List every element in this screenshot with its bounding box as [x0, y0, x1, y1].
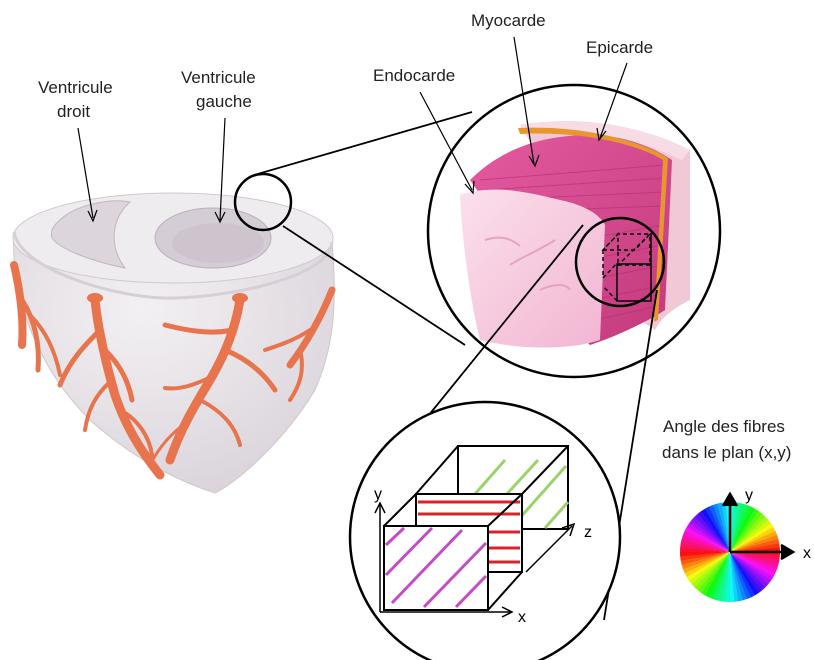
endocardium-layer — [460, 190, 605, 348]
fiber-cube-zoom: y x z — [350, 402, 620, 660]
cube-z-axis-label: z — [584, 524, 592, 541]
heart-illustration — [13, 174, 334, 493]
cube-x-axis-label: x — [518, 609, 526, 626]
fiber-angle-color-wheel: y x — [680, 487, 811, 602]
label-ventricule-gauche-line2: gauche — [196, 92, 252, 111]
label-epicarde: Epicarde — [586, 38, 653, 57]
label-ventricule-droit-line1: Ventricule — [38, 78, 113, 97]
label-ventricule-gauche-line1: Ventricule — [181, 68, 256, 87]
label-ventricule-droit-line2: droit — [57, 102, 90, 121]
label-angle-title-line1: Angle des fibres — [663, 417, 785, 436]
label-endocarde: Endocarde — [373, 66, 455, 85]
wheel-x-axis-label: x — [803, 545, 811, 562]
tissue-zoom — [428, 85, 720, 377]
cube-y-axis-label: y — [374, 486, 382, 503]
wheel-y-axis-label: y — [745, 487, 753, 504]
label-angle-title-line2: dans le plan (x,y) — [662, 443, 791, 462]
label-myocarde: Myocarde — [471, 11, 546, 30]
